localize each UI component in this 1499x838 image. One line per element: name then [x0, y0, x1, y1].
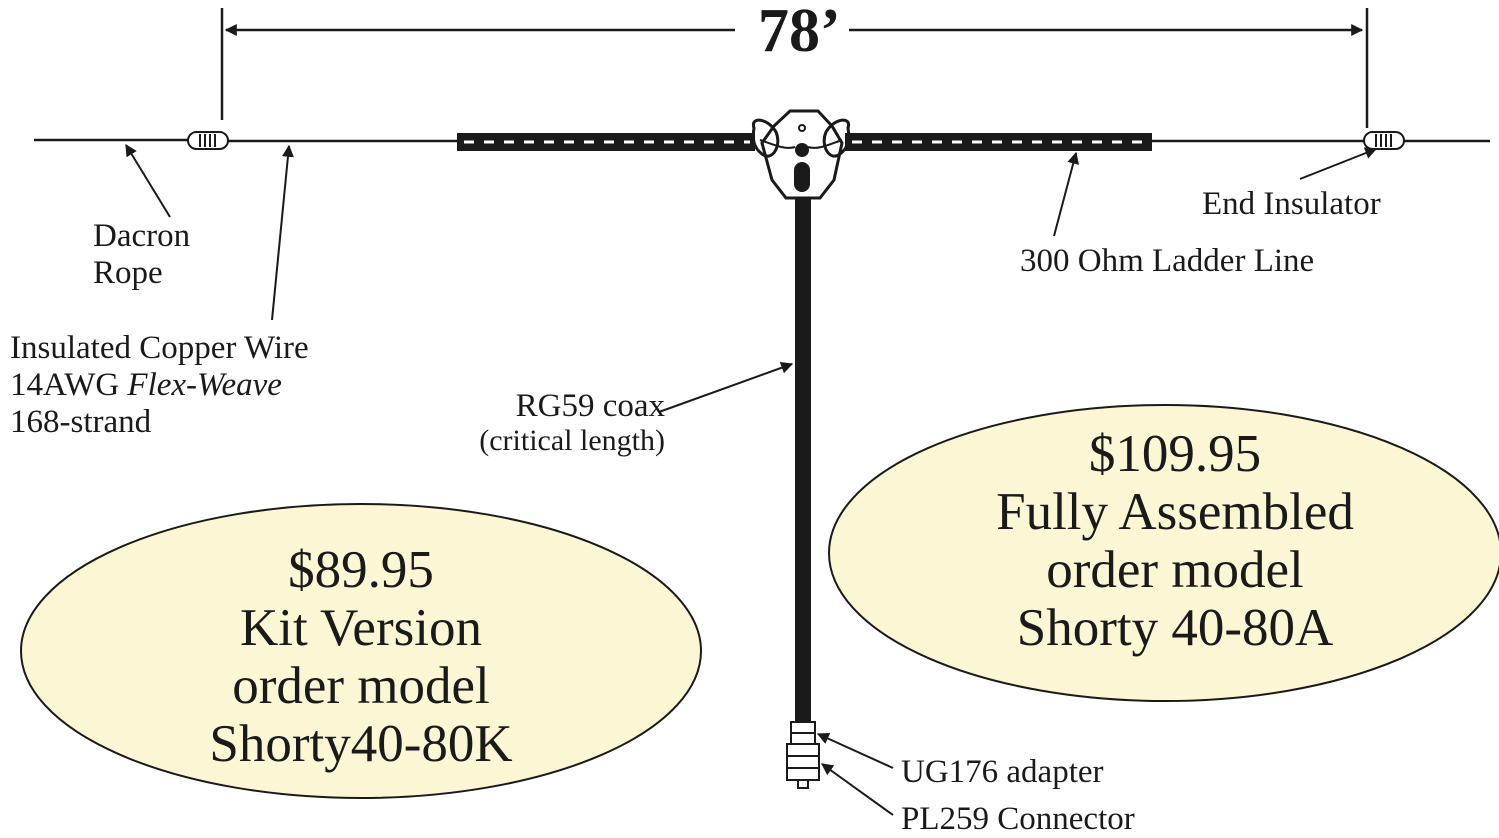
center-insulator — [751, 109, 851, 200]
pl259-pointer — [821, 763, 894, 816]
insulated-wire-label: Insulated Copper Wire 14AWG Flex-Weave 1… — [10, 330, 309, 441]
end-insulator-label: End Insulator — [1202, 186, 1381, 222]
insulated-wire-line1: Insulated Copper Wire — [10, 330, 309, 366]
insulated-wire-line2: 14AWG Flex-Weave — [10, 367, 309, 404]
ug176-pointer — [816, 732, 894, 769]
dacron-rope-pointer — [125, 143, 171, 218]
kit-order-model: order model — [232, 657, 490, 715]
ladder-line-label: 300 Ohm Ladder Line — [1020, 243, 1315, 279]
pl259-connector — [786, 743, 820, 789]
dacron-rope-line2: Rope — [93, 255, 163, 291]
wire-gauge: 14AWG — [10, 367, 128, 403]
kit-offer-ellipse — [20, 503, 702, 799]
assembled-order-model: order model — [1046, 541, 1304, 599]
copper-wire-pointer — [271, 144, 294, 321]
dimension-label: 78’ — [750, 0, 849, 62]
ug176-label: UG176 adapter — [901, 754, 1104, 790]
coax-pointer — [658, 362, 794, 413]
dimension-line — [220, 8, 1369, 128]
end-insulator-pointer — [1299, 147, 1378, 180]
assembled-model-number: Shorty 40-80A — [1016, 599, 1334, 657]
wire-brand: Flex-Weave — [127, 367, 282, 403]
coax-line1: RG59 coax — [515, 388, 665, 424]
insulated-wire-line3: 168-strand — [10, 404, 152, 440]
dacron-rope-line1: Dacron — [93, 218, 191, 254]
coax-line2: (critical length) — [479, 424, 665, 457]
assembled-offer-ellipse — [828, 404, 1499, 702]
end-insulator-left — [187, 131, 229, 150]
rg59-coax — [795, 198, 811, 722]
ladder-line-left — [457, 133, 755, 151]
assembled-version: Fully Assembled — [996, 483, 1354, 541]
ug176-adapter — [790, 721, 816, 745]
ladder-line-right — [845, 133, 1152, 151]
kit-offer: $89.95 Kit Version order model Shorty40-… — [141, 541, 581, 773]
dacron-rope-label: Dacron Rope — [93, 218, 190, 292]
pl259-label: PL259 Connector — [901, 801, 1135, 837]
ladder-line-pointer — [1053, 151, 1080, 237]
kit-model-number: Shorty40-80K — [209, 715, 513, 773]
antenna-wire — [34, 138, 1490, 143]
kit-price: $89.95 — [288, 541, 434, 599]
kit-version: Kit Version — [240, 599, 482, 657]
end-insulator-right — [1363, 131, 1405, 150]
assembled-offer: $109.95 Fully Assembled order model Shor… — [925, 425, 1425, 657]
coax-label: RG59 coax (critical length) — [467, 388, 665, 457]
assembled-price: $109.95 — [1088, 425, 1262, 483]
